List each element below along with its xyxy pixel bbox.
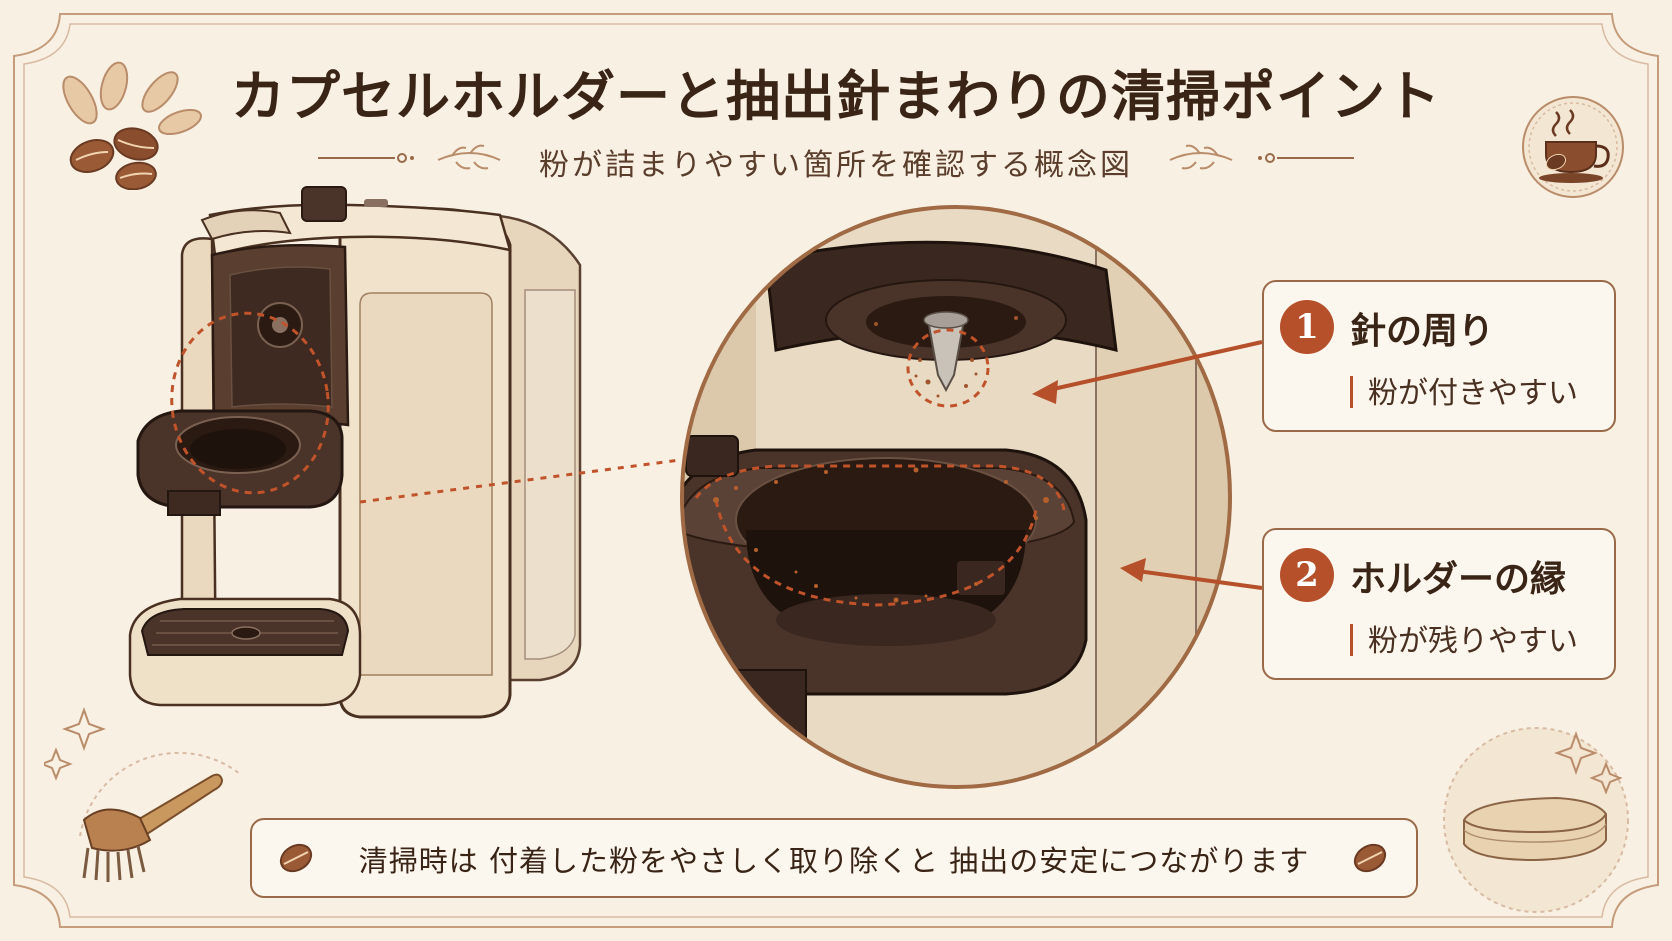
callout-holder-rim: 2 ホルダーの縁 粉が残りやすい bbox=[1262, 528, 1616, 680]
callout-text: 粉が残りやすい bbox=[1368, 624, 1578, 659]
coffee-bean-leaf-icon bbox=[62, 61, 202, 190]
zoomed-detail-view bbox=[680, 205, 1232, 789]
page-title: カプセルホルダーと抽出針まわりの清掃ポイント bbox=[231, 64, 1441, 128]
coffee-bean-icon bbox=[279, 843, 313, 873]
cleaning-cloth-icon bbox=[1443, 727, 1629, 913]
footer-note-box: 清掃時は 付着した粉をやさしく取り除くと 抽出の安定につながります bbox=[250, 818, 1418, 898]
coffee-bean-icon bbox=[1353, 843, 1387, 873]
coffee-cup-icon bbox=[1522, 96, 1624, 198]
page-subtitle: 粉が詰まりやすい箇所を確認する概念図 bbox=[539, 148, 1133, 183]
callout-needle-area: 1 針の周り 粉が付きやすい bbox=[1262, 280, 1616, 432]
callout-accent-bar bbox=[1350, 376, 1353, 408]
callout-title: ホルダーの縁 bbox=[1350, 558, 1567, 600]
callout-accent-bar bbox=[1350, 624, 1353, 656]
footer-text: 清掃時は 付着した粉をやさしく取り除くと 抽出の安定につながります bbox=[358, 844, 1310, 878]
coffee-machine-illustration bbox=[128, 186, 582, 719]
callout-title: 針の周り bbox=[1350, 310, 1495, 352]
brush-icon bbox=[44, 707, 241, 882]
callout-text: 粉が付きやすい bbox=[1368, 376, 1578, 411]
callout-number-badge: 2 bbox=[1280, 548, 1334, 602]
callout-number-badge: 1 bbox=[1280, 300, 1334, 354]
